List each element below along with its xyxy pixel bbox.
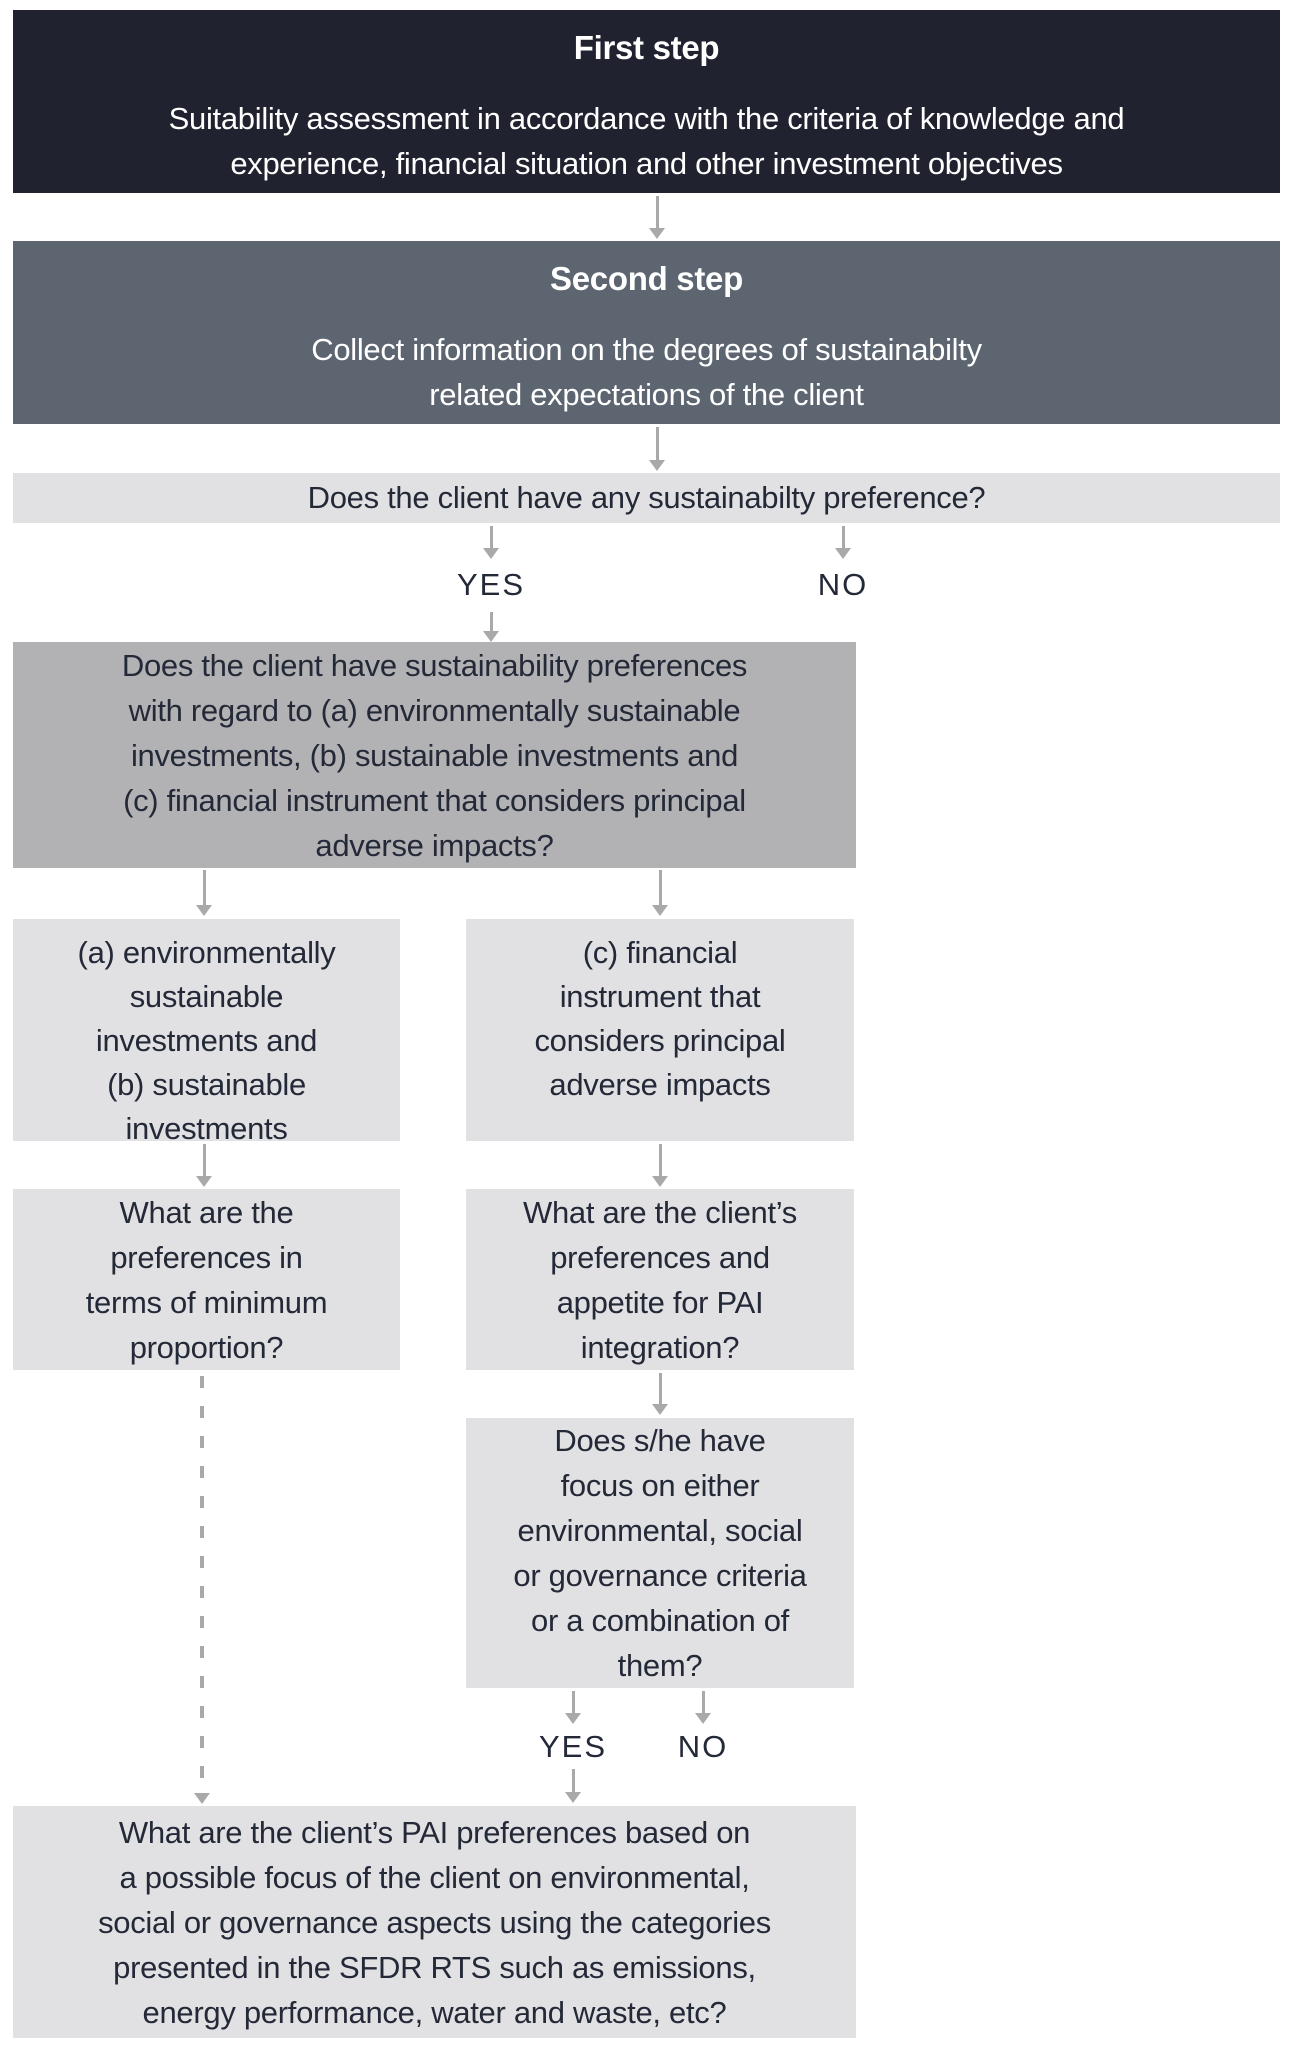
branch-ab-text: (a) environmentally sustainable investme…	[77, 935, 336, 1146]
arrow-detail-to-c	[651, 870, 669, 916]
arrow-head	[695, 1713, 711, 1724]
question-pai-appetite-text: What are the client’s preferences and ap…	[523, 1194, 797, 1365]
arrow-c-to-appetite	[651, 1144, 669, 1187]
arrow-head	[565, 1792, 581, 1803]
arrow-shaft	[202, 870, 206, 905]
arrow-head	[483, 631, 499, 642]
arrow-shaft	[841, 526, 845, 548]
arrow-head	[196, 1176, 212, 1187]
yes-label-bottom: YES	[538, 1729, 608, 1764]
arrow-head	[652, 1404, 668, 1415]
dashed-arrow-minproportion-to-pai	[193, 1376, 211, 1804]
arrow-shaft	[202, 1144, 206, 1176]
arrow-shaft	[655, 196, 659, 228]
arrow-detail-to-ab	[195, 870, 213, 916]
arrow-esgfocus-to-yes	[564, 1691, 582, 1724]
branch-c-text: (c) financial instrument that considers …	[534, 935, 786, 1102]
question-preferences-detail-text: Does the client have sustainability pref…	[121, 647, 748, 863]
arrow-head	[652, 905, 668, 916]
first-step-title: First step	[573, 29, 720, 66]
arrow-shaft	[658, 870, 662, 905]
question-min-proportion-text: What are the preferences in terms of min…	[85, 1194, 328, 1365]
question-esg-focus-box: Does s/he have focus on either environme…	[466, 1418, 854, 1688]
arrow-head	[652, 1176, 668, 1187]
arrow-head	[483, 548, 499, 559]
arrow-appetite-to-esgfocus	[651, 1373, 669, 1415]
arrow-head	[196, 905, 212, 916]
arrow-shaft	[655, 427, 659, 460]
arrow-shaft	[658, 1144, 662, 1176]
dashed-arrow-shaft	[200, 1376, 204, 1793]
branch-c-box: (c) financial instrument that considers …	[466, 919, 854, 1141]
arrow-shaft	[571, 1769, 575, 1792]
first-step-body: Suitability assessment in accordance wit…	[168, 101, 1125, 181]
no-label-bottom: NO	[677, 1729, 729, 1764]
arrow-esgfocus-to-no	[694, 1691, 712, 1724]
question-any-preference-text: Does the client have any sustainabilty p…	[307, 480, 986, 515]
arrow-question-to-no	[834, 526, 852, 559]
question-pai-appetite-box: What are the client’s preferences and ap…	[466, 1189, 854, 1370]
branch-ab-box: (a) environmentally sustainable investme…	[13, 919, 400, 1146]
arrow-step1-to-step2	[648, 196, 666, 239]
question-esg-focus-text: Does s/he have focus on either environme…	[513, 1423, 807, 1683]
arrow-yes-to-paicategories	[564, 1769, 582, 1803]
question-min-proportion-box: What are the preferences in terms of min…	[13, 1189, 400, 1370]
second-step-body: Collect information on the degrees of su…	[311, 332, 982, 412]
question-any-preference-box: Does the client have any sustainabilty p…	[13, 473, 1280, 523]
arrow-step2-to-question	[648, 427, 666, 471]
arrow-question-to-yes	[482, 526, 500, 559]
question-pai-categories-text: What are the client’s PAI preferences ba…	[98, 1814, 771, 2030]
arrow-shaft	[489, 526, 493, 548]
second-step-title: Second step	[550, 260, 743, 297]
arrow-shaft	[658, 1373, 662, 1404]
yes-label-top: YES	[456, 567, 526, 602]
arrow-shaft	[571, 1691, 575, 1713]
first-step-box: First step Suitability assessment in acc…	[13, 10, 1280, 193]
arrow-head	[565, 1713, 581, 1724]
arrow-head	[835, 548, 851, 559]
arrow-head	[649, 460, 665, 471]
arrow-shaft	[701, 1691, 705, 1713]
question-pai-categories-box: What are the client’s PAI preferences ba…	[13, 1806, 856, 2038]
arrow-yes-to-detail	[482, 612, 500, 642]
arrow-head	[194, 1793, 210, 1804]
no-label-top: NO	[817, 567, 869, 602]
question-preferences-detail-box: Does the client have sustainability pref…	[13, 642, 856, 868]
arrow-shaft	[489, 612, 493, 631]
arrow-ab-to-minproportion	[195, 1144, 213, 1187]
arrow-head	[649, 228, 665, 239]
second-step-box: Second step Collect information on the d…	[13, 241, 1280, 424]
